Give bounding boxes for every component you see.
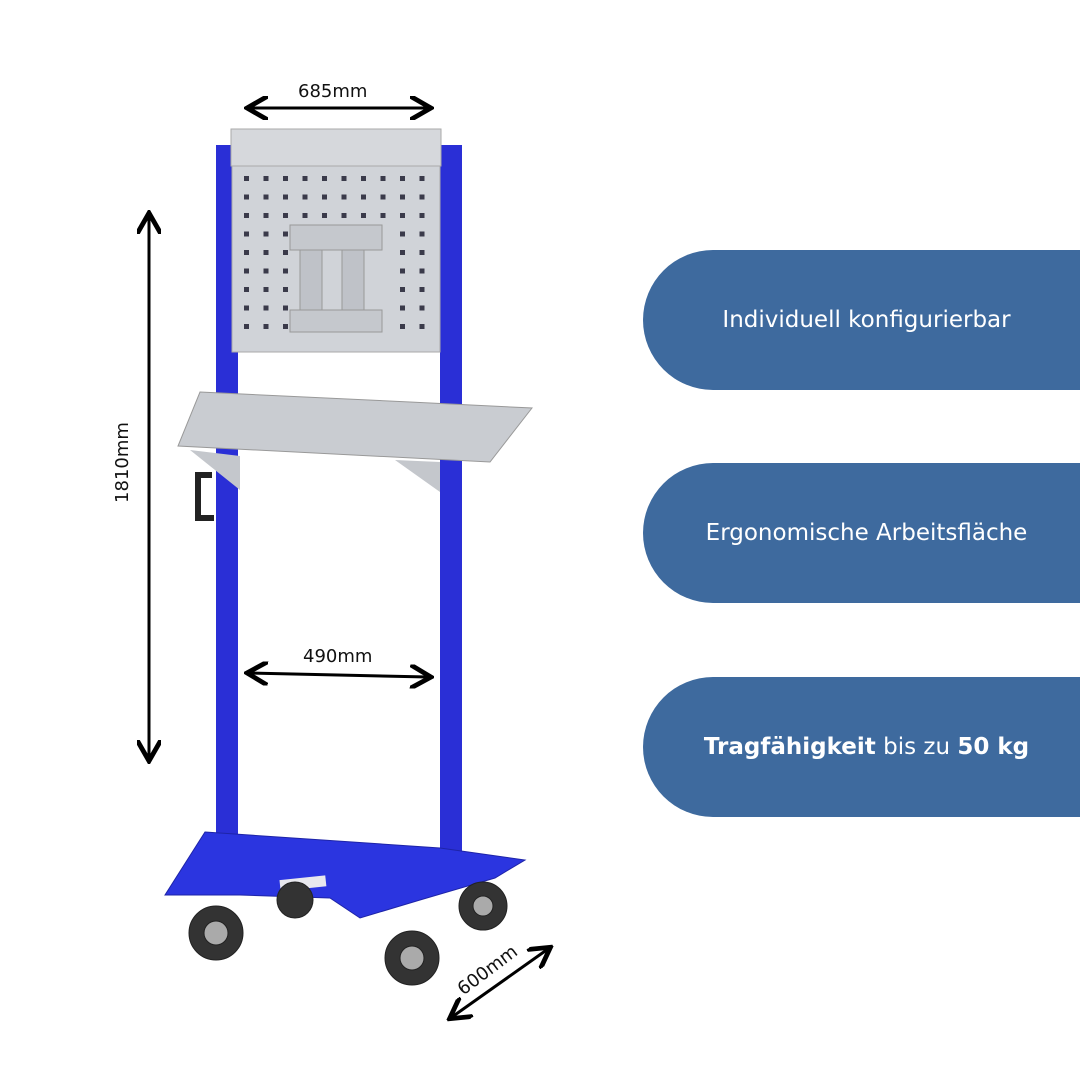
pegboard-hole <box>244 194 249 200</box>
pegboard-hole <box>283 268 288 274</box>
right-post <box>440 145 462 855</box>
pegboard-hole <box>244 324 249 329</box>
pegboard-hole <box>419 250 425 255</box>
pegboard-hole <box>322 176 327 181</box>
pegboard <box>231 165 441 353</box>
pegboard-hole <box>283 213 288 218</box>
pegboard-hole <box>283 194 288 200</box>
pegboard-hole <box>283 324 288 329</box>
pegboard-hole <box>341 213 347 218</box>
feature-ergonomic: Ergonomische Arbeitsfläche <box>643 463 1080 603</box>
feature-text: Ergonomische Arbeitsfläche <box>705 520 1028 546</box>
pegboard-hole <box>283 305 288 311</box>
pegboard-hole <box>419 213 425 218</box>
feature-middle: bis zu <box>875 734 958 760</box>
feature-text: Tragfähigkeit bis zu 50 kg <box>704 734 1029 760</box>
feature-configurable: Individuell konfigurierbar <box>643 250 1080 390</box>
pegboard-hole <box>263 305 269 311</box>
pegboard-hole <box>380 213 386 218</box>
top-shelf <box>230 128 442 167</box>
arrow-depth <box>452 949 548 1017</box>
pegboard-hole <box>380 176 386 181</box>
pegboard-hole <box>400 324 405 329</box>
pegboard-hole <box>244 250 249 255</box>
pegboard-hole <box>244 305 249 311</box>
pegboard-hole <box>263 287 269 292</box>
pegboard-hole <box>400 231 405 237</box>
pegboard-hole <box>361 194 366 200</box>
pegboard-hole <box>419 231 425 237</box>
arrow-inner-width <box>250 673 428 677</box>
pegboard-hole <box>263 213 269 218</box>
pegboard-hole <box>302 213 308 218</box>
pegboard-hole <box>302 176 308 181</box>
handle <box>195 472 214 521</box>
pegboard-hole <box>419 324 425 329</box>
pegboard-hole <box>244 268 249 274</box>
pegboard-hole <box>322 213 327 218</box>
pegboard-hole <box>400 213 405 218</box>
feature-load-capacity: Tragfähigkeit bis zu 50 kg <box>643 677 1080 817</box>
pegboard-hole <box>283 250 288 255</box>
pegboard-hole <box>283 176 288 181</box>
pegboard-hole <box>361 176 366 181</box>
work-shelf <box>177 391 533 463</box>
pegboard-hole <box>341 176 347 181</box>
pegboard-hole <box>419 176 425 181</box>
feature-bold-suffix: 50 kg <box>957 734 1030 760</box>
pegboard-hole <box>341 194 347 200</box>
pegboard-hole <box>400 250 405 255</box>
pegboard-hole <box>322 194 327 200</box>
pegboard-hole <box>419 287 425 292</box>
feature-text: Individuell konfigurierbar <box>722 307 1011 333</box>
pegboard-hole <box>263 324 269 329</box>
base <box>164 831 527 919</box>
pegboard-hole <box>263 268 269 274</box>
pegboard-hole <box>380 194 386 200</box>
pegboard-hole <box>263 250 269 255</box>
pegboard-hole <box>244 176 249 181</box>
pegboard-hole <box>263 231 269 237</box>
pegboard-hole <box>244 231 249 237</box>
pegboard-hole <box>419 305 425 311</box>
pegboard-hole <box>244 287 249 292</box>
pegboard-hole <box>361 213 366 218</box>
pegboard-hole <box>419 194 425 200</box>
pegboard-hole <box>283 231 288 237</box>
pegboard-hole <box>283 287 288 292</box>
pegboard-hole <box>244 213 249 218</box>
dimension-height: 1810mm <box>111 422 133 503</box>
pegboard-hole <box>400 305 405 311</box>
feature-bold-prefix: Tragfähigkeit <box>703 734 876 760</box>
pegboard-hole <box>263 194 269 200</box>
pegboard-hole <box>400 176 405 181</box>
pegboard-hole <box>419 268 425 274</box>
pegboard-hole <box>263 176 269 181</box>
pegboard-hole <box>400 268 405 274</box>
dimension-top-width: 685mm <box>298 81 368 102</box>
pegboard-hole <box>400 194 405 200</box>
pegboard-hole <box>400 287 405 292</box>
caster-wheels <box>188 881 508 986</box>
pegboard-hole <box>302 194 308 200</box>
dimension-inner-width: 490mm <box>303 646 373 667</box>
